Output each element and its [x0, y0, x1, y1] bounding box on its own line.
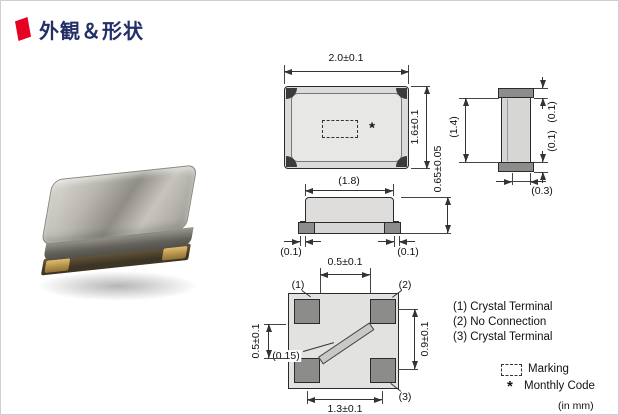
dim-side-bottom-pad: (0.1)	[545, 128, 559, 154]
ext-line	[284, 65, 285, 84]
dim-line-top-width	[284, 68, 409, 75]
top-view-lid	[291, 93, 402, 162]
castellation-mark	[286, 156, 297, 167]
dim-arrow	[539, 77, 546, 88]
front-view-lid	[305, 197, 394, 223]
photo-package	[28, 164, 211, 295]
dim-line-front-height	[444, 197, 451, 233]
marking-area-box	[322, 120, 358, 138]
front-view-left-pad	[298, 222, 315, 234]
bottom-pad-4	[294, 358, 320, 383]
dim-arrow	[399, 238, 415, 245]
dim-bottom-right-pitch: 0.9±0.1	[418, 319, 432, 359]
ext-line	[394, 236, 395, 247]
bottom-pad-1	[294, 299, 320, 324]
dim-line-pad-pitch	[307, 396, 382, 403]
dim-bottom-pad-pitch: 1.3±0.1	[325, 402, 365, 415]
castellation-mark	[396, 156, 407, 167]
photo-gold-terminal-left	[44, 258, 71, 274]
dim-bottom-left-gap: 0.5±0.1	[249, 321, 263, 361]
dim-line	[512, 181, 530, 182]
marking-legend-label: Marking	[528, 363, 569, 375]
photo-shadow	[37, 271, 199, 301]
ext-line	[370, 268, 371, 297]
ext-line	[264, 324, 286, 325]
dim-line-front-lid	[305, 187, 393, 194]
dim-line-top-height	[423, 86, 430, 169]
ext-line	[534, 162, 548, 163]
dim-arrow	[539, 172, 546, 183]
pin3-label: (3)	[396, 390, 414, 404]
dim-side-pad-length: (0.3)	[529, 184, 555, 198]
front-view-right-pad	[384, 222, 401, 234]
dim-side-lid-height: (1.4)	[447, 114, 461, 140]
dim-line-left-gap	[265, 324, 272, 358]
marking-legend-icon	[501, 364, 522, 376]
dim-arrow	[305, 238, 321, 245]
legend-terminal-1: (1) Crystal Terminal	[453, 301, 553, 313]
dim-front-height: 0.65±0.05	[431, 143, 445, 195]
component-photo	[23, 164, 213, 309]
dim-line-right-pitch	[411, 309, 418, 369]
dim-arrow	[284, 238, 300, 245]
side-view-top-pad	[498, 88, 534, 98]
monthly-code-legend-label: Monthly Code	[524, 380, 595, 392]
legend-terminal-3: (3) Crystal Terminal	[453, 331, 553, 343]
bottom-pad-3	[370, 358, 396, 383]
ext-line	[382, 391, 383, 404]
ext-line	[401, 197, 451, 198]
castellation-mark	[286, 88, 297, 99]
dim-trace-width: (0.15)	[270, 349, 302, 363]
dim-arrow	[378, 238, 394, 245]
ext-line	[411, 86, 430, 87]
dim-line-side-lid	[462, 98, 469, 162]
ext-line	[393, 184, 394, 196]
ext-line	[459, 162, 499, 163]
pin2-label: (2)	[396, 278, 414, 292]
ext-line	[264, 358, 286, 359]
ext-line	[398, 309, 418, 310]
pin1-label: (1)	[289, 278, 307, 292]
dim-arrow	[539, 98, 546, 109]
ext-line	[512, 173, 513, 185]
dim-arrow	[496, 178, 512, 185]
ext-line	[459, 98, 499, 99]
castellation-mark	[396, 88, 407, 99]
ext-line	[398, 369, 418, 370]
units-note: (in mm)	[558, 400, 594, 412]
dim-bottom-pad-gap: 0.5±0.1	[325, 255, 365, 269]
section-marker-icon	[15, 17, 31, 41]
monthly-code-symbol: *	[507, 378, 513, 395]
ext-line	[411, 168, 430, 169]
dim-top-view-width: 2.0±0.1	[326, 51, 366, 65]
dim-side-top-pad: (0.1)	[545, 99, 559, 125]
side-view-outline	[501, 89, 531, 171]
dim-top-view-height: 1.6±0.1	[408, 107, 422, 147]
ext-line	[401, 233, 451, 234]
legend-terminal-2: (2) No Connection	[453, 316, 547, 328]
dim-front-right-overhang: (0.1)	[395, 245, 421, 259]
ext-line	[408, 65, 409, 84]
ext-line	[300, 236, 301, 247]
side-view-seam-line	[507, 99, 508, 161]
ext-line	[534, 88, 548, 89]
ext-line	[320, 268, 321, 297]
dim-front-lid-width: (1.8)	[336, 174, 362, 188]
dim-arrow	[539, 151, 546, 162]
bottom-pad-2	[370, 299, 396, 324]
dim-arrow	[530, 178, 546, 185]
side-view-bottom-pad	[498, 162, 534, 172]
dim-front-left-overhang: (0.1)	[278, 245, 304, 259]
section-title: 外観＆形状	[39, 21, 144, 43]
monthly-code-mark: *	[369, 119, 375, 137]
dim-line-pad-gap	[320, 271, 370, 278]
